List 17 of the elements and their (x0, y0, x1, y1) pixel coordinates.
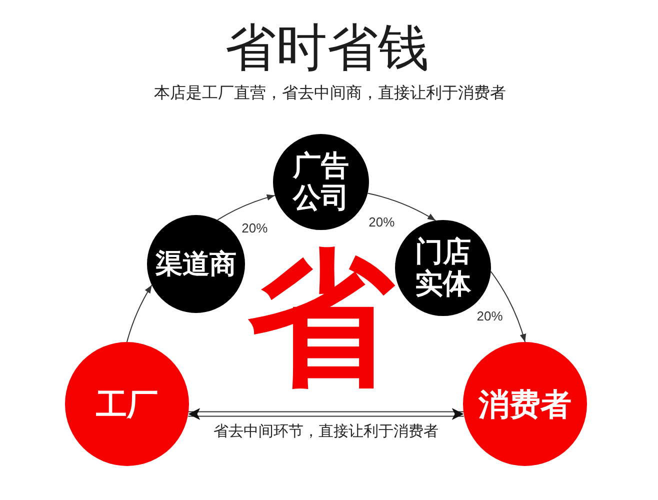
node-label: 渠道商 (156, 250, 236, 278)
edge-label: 省去中间环节，直接让利于消费者 (214, 423, 438, 441)
curved-arrow (490, 271, 526, 342)
curved-arrow (126, 284, 152, 342)
node-label: 消费者 (478, 388, 572, 420)
edge-label: 20% (476, 308, 503, 324)
subtitle: 本店是工厂直营，省去中间商，直接让利于消费者 (154, 84, 506, 104)
node-label: 门店实体 (414, 236, 472, 300)
edge-label: 20% (368, 214, 395, 230)
node-label: 广告公司 (292, 150, 350, 214)
curved-arrow (216, 194, 276, 220)
node-label: 工厂 (96, 388, 158, 420)
title: 省时省钱 (225, 22, 429, 73)
curved-arrow (367, 192, 436, 222)
edge-label: 20% (242, 220, 268, 236)
double-arrow (188, 408, 464, 420)
big-character: 省 (248, 246, 394, 392)
